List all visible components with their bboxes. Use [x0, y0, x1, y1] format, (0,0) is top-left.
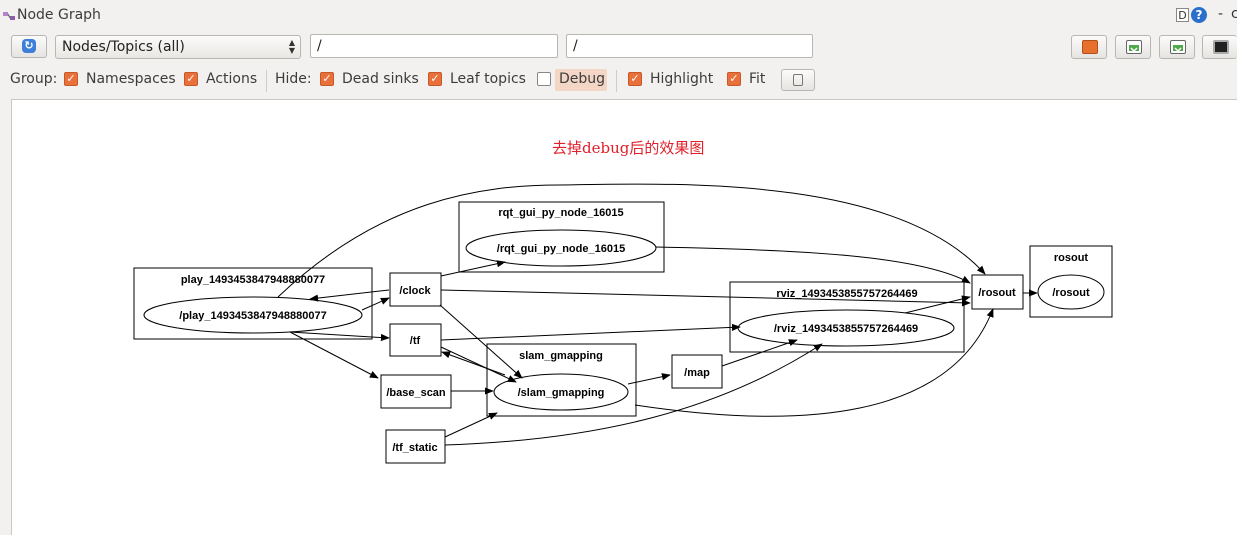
highlight-label: Highlight	[650, 71, 714, 87]
separator	[616, 70, 617, 92]
actions-label: Actions	[206, 71, 258, 87]
fit-label: Fit	[749, 71, 766, 87]
highlight-checkbox[interactable]: ✓	[628, 72, 642, 86]
fit-icon	[793, 74, 803, 86]
fit-checkbox[interactable]: ✓	[727, 72, 741, 86]
leaf-topics-checkbox[interactable]: ✓	[428, 72, 442, 86]
window-title: Node Graph	[17, 7, 101, 23]
debug-label: Debug	[559, 71, 606, 87]
namespaces-label: Namespaces	[86, 71, 176, 87]
debug-checkbox[interactable]	[537, 72, 551, 86]
debug-highlight	[555, 69, 607, 91]
close-button[interactable]: c	[1231, 6, 1237, 22]
dead-sinks-checkbox[interactable]: ✓	[320, 72, 334, 86]
dead-sinks-label: Dead sinks	[342, 71, 419, 87]
app-icon	[2, 8, 16, 22]
screenshot-button[interactable]	[1202, 35, 1237, 59]
screenshot-icon	[1213, 40, 1229, 54]
topic-filter-input[interactable]: /	[566, 34, 813, 58]
namespaces-checkbox[interactable]: ✓	[64, 72, 78, 86]
open-icon	[1082, 40, 1098, 54]
help-d-button[interactable]: D	[1176, 8, 1189, 22]
minimize-button[interactable]: -	[1218, 6, 1224, 22]
save-svg-button[interactable]	[1159, 35, 1195, 59]
graph-canvas[interactable]	[11, 99, 1237, 535]
options-row: Group: ✓ Namespaces ✓ Actions Hide: ✓ De…	[0, 67, 1237, 93]
group-label: Group:	[10, 71, 58, 87]
hide-label: Hide:	[275, 71, 312, 87]
graph-type-value: Nodes/Topics (all)	[62, 39, 185, 55]
save-svg-icon	[1170, 40, 1186, 54]
load-dot-button[interactable]	[1071, 35, 1107, 59]
separator	[266, 70, 267, 92]
help-icon[interactable]: ?	[1191, 7, 1207, 23]
namespace-filter-input[interactable]: /	[310, 34, 558, 58]
refresh-button[interactable]: ↻	[11, 35, 47, 58]
title-bar: Node Graph D ? - c	[0, 0, 1237, 32]
graph-type-select[interactable]: Nodes/Topics (all) ▲▼	[55, 35, 301, 59]
save-dot-icon	[1126, 40, 1142, 54]
actions-checkbox[interactable]: ✓	[184, 72, 198, 86]
select-arrows-icon: ▲▼	[288, 38, 295, 55]
refresh-icon: ↻	[22, 39, 36, 53]
save-dot-button[interactable]	[1115, 35, 1151, 59]
leaf-topics-label: Leaf topics	[450, 71, 526, 87]
fit-in-view-button[interactable]	[781, 69, 815, 91]
graph-caption: 去掉debug后的效果图	[552, 139, 705, 157]
